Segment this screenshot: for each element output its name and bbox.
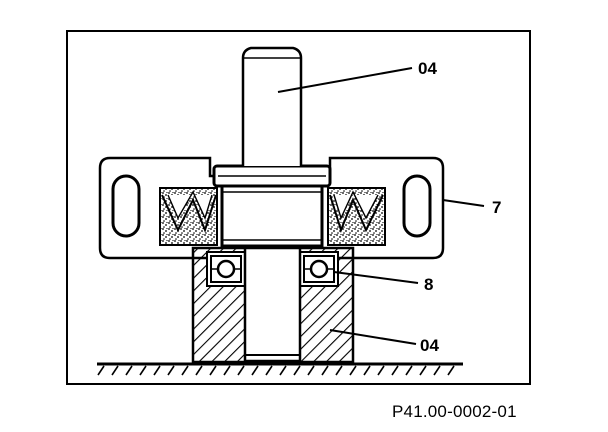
right-bearing bbox=[303, 255, 335, 283]
ground-tick bbox=[363, 365, 371, 376]
ground-tick bbox=[391, 365, 399, 376]
ground-tick bbox=[377, 365, 385, 376]
ground-tick bbox=[125, 365, 133, 376]
ground-tick bbox=[153, 365, 161, 376]
drawing-frame bbox=[66, 30, 531, 385]
ground-line bbox=[97, 362, 463, 376]
leader-shaft bbox=[277, 67, 413, 93]
ground-tick bbox=[293, 365, 301, 376]
ground-tick bbox=[349, 365, 357, 376]
ground-tick bbox=[279, 365, 287, 376]
ground-tick bbox=[223, 365, 231, 376]
ground-tick bbox=[139, 365, 147, 376]
leader-support bbox=[329, 329, 417, 345]
ground-tick bbox=[237, 365, 245, 376]
ground-tick bbox=[181, 365, 189, 376]
figure-code: P41.00-0002-01 bbox=[392, 402, 517, 421]
ground-tick bbox=[195, 365, 203, 376]
ground-tick bbox=[251, 365, 259, 376]
leader-bracket bbox=[442, 199, 485, 207]
left-slot bbox=[111, 174, 141, 238]
leader-bearing bbox=[333, 271, 419, 284]
ground-tick bbox=[209, 365, 217, 376]
hub-collar bbox=[212, 164, 332, 248]
ground-tick bbox=[265, 365, 273, 376]
ground-tick bbox=[111, 365, 119, 376]
ground-tick bbox=[447, 365, 455, 376]
ground-tick bbox=[167, 365, 175, 376]
callout-bearing: 8 bbox=[424, 275, 433, 294]
ground-tick bbox=[405, 365, 413, 376]
left-bearing bbox=[210, 255, 242, 283]
right-slot bbox=[402, 174, 432, 238]
callout-support: 04 bbox=[420, 336, 439, 355]
callout-bracket: 7 bbox=[492, 198, 501, 217]
ground-tick bbox=[433, 365, 441, 376]
ground-tick bbox=[335, 365, 343, 376]
ground-tick bbox=[97, 365, 105, 376]
callout-shaft: 04 bbox=[418, 59, 437, 78]
ground-tick bbox=[321, 365, 329, 376]
right-seal bbox=[327, 187, 386, 246]
lower-shaft bbox=[243, 246, 302, 363]
ground-tick bbox=[307, 365, 315, 376]
left-seal bbox=[159, 187, 218, 246]
upper-shaft bbox=[241, 46, 303, 166]
ground-tick bbox=[419, 365, 427, 376]
